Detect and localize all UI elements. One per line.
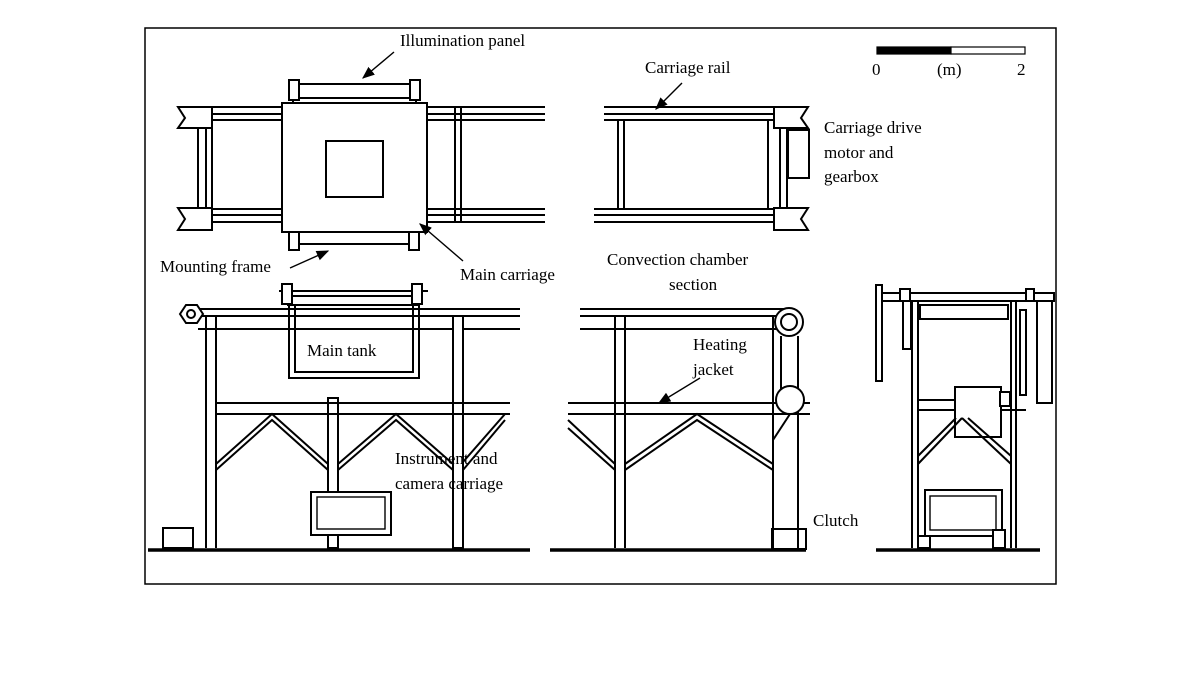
scale-start-label: 0 <box>872 60 881 79</box>
label-heating-1: Heating <box>693 335 747 354</box>
plan-view-left <box>176 79 545 251</box>
scale-unit-label: (m) <box>937 60 962 79</box>
elevation-left <box>148 283 530 552</box>
label-instrument-1: Instrument and <box>395 449 498 468</box>
label-carriage-drive-2: motor and <box>824 143 894 162</box>
labels: Illumination panel Carriage rail Carriag… <box>160 31 922 530</box>
scale-end-label: 2 <box>1017 60 1026 79</box>
label-instrument-2: camera carriage <box>395 474 503 493</box>
plan-view-right <box>594 106 810 231</box>
label-convection-2: section <box>669 275 718 294</box>
label-main-carriage: Main carriage <box>460 265 555 284</box>
scale-bar: 0 (m) 2 <box>872 46 1026 79</box>
label-convection-1: Convection chamber <box>607 250 748 269</box>
label-illumination-panel: Illumination panel <box>400 31 525 50</box>
label-mounting-frame: Mounting frame <box>160 257 271 276</box>
figure-border <box>144 27 1057 585</box>
label-carriage-drive-3: gearbox <box>824 167 879 186</box>
label-main-tank: Main tank <box>307 341 377 360</box>
label-carriage-drive-1: Carriage drive <box>824 118 922 137</box>
elevation-middle <box>550 307 810 552</box>
label-clutch: Clutch <box>813 511 859 530</box>
end-elevation <box>875 284 1055 552</box>
label-heating-2: jacket <box>692 360 734 379</box>
label-carriage-rail: Carriage rail <box>645 58 731 77</box>
leader-arrows <box>289 51 701 404</box>
